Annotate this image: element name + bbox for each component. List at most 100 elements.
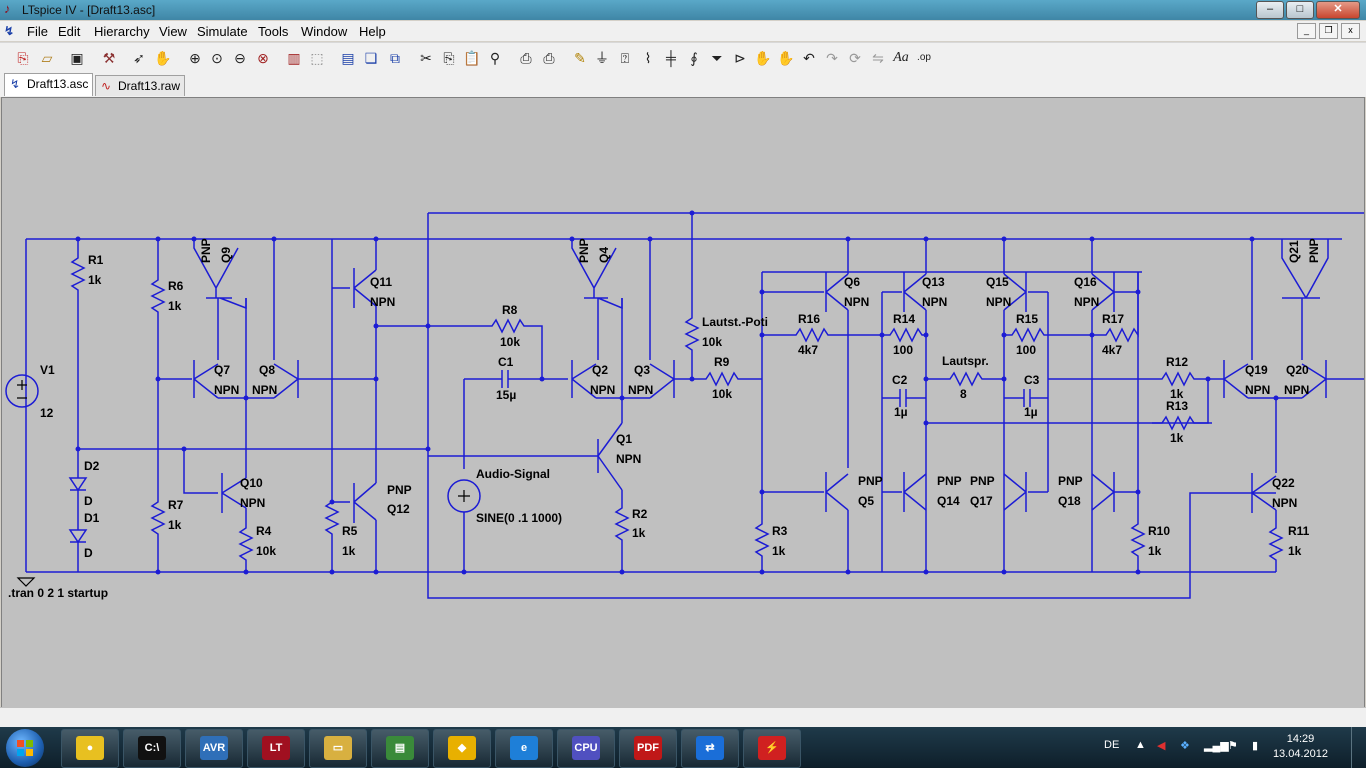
autorange-icon[interactable]: ▥	[287, 50, 301, 66]
clock[interactable]: 14:29 13.04.2012	[1273, 732, 1328, 762]
taskbar-ltspice-button[interactable]: LT	[247, 729, 305, 768]
label-r5-value: 1k	[342, 544, 356, 558]
mirror-icon[interactable]: ⇋	[872, 50, 884, 66]
pan-icon[interactable]: ⊙	[211, 50, 223, 66]
label-q6: Q6	[844, 275, 860, 289]
mdi-restore-button[interactable]: ❐	[1319, 23, 1338, 39]
halt-icon[interactable]: ✋	[154, 50, 172, 66]
tile-horizontal-icon[interactable]: ▤	[341, 50, 355, 66]
zoom-out-icon[interactable]: ⊖	[234, 50, 246, 66]
label-q14: Q14	[937, 494, 960, 508]
paste-icon[interactable]: 📋	[463, 50, 481, 66]
battery-icon[interactable]: ▮	[1252, 740, 1259, 752]
taskbar-avr-button[interactable]: AVR	[185, 729, 243, 768]
open-icon[interactable]: ▱	[41, 50, 53, 66]
schematic-canvas[interactable]: R1 1k R6 1k PNP Q9 Q7 NPN Q8 NPN Q11 NPN…	[1, 97, 1365, 708]
undo-icon[interactable]: ↶	[803, 50, 815, 66]
inductor-icon[interactable]: ∮	[690, 50, 698, 66]
close-button[interactable]: ✕	[1316, 1, 1360, 19]
rotate-icon[interactable]: ⟳	[849, 50, 861, 66]
control-panel-icon[interactable]: ⚒	[102, 50, 116, 66]
taskbar-device-button[interactable]: ▤	[371, 729, 429, 768]
mdi-close-button[interactable]: x	[1341, 23, 1360, 39]
spice-directive-icon[interactable]: .op	[917, 52, 931, 63]
label-q14-type: PNP	[937, 474, 962, 488]
action-center-icon[interactable]: ⚑	[1228, 740, 1238, 752]
menu-file[interactable]: File	[27, 24, 48, 39]
print-setup-icon[interactable]: ⎙	[520, 50, 532, 66]
network-icon[interactable]: ▂▄▆	[1204, 740, 1229, 752]
redo-icon[interactable]: ↷	[826, 50, 838, 66]
menu-simulate[interactable]: Simulate	[197, 24, 248, 39]
label-r9: R9	[714, 355, 730, 369]
label-c1-value: 15µ	[496, 388, 516, 402]
zoom-cancel-icon[interactable]: ⊗	[257, 50, 269, 66]
menu-hierarchy[interactable]: Hierarchy	[94, 24, 150, 39]
wire-icon[interactable]: ✎	[574, 50, 586, 66]
save-icon[interactable]: ▣	[70, 50, 84, 66]
diode-icon[interactable]: ⏷	[711, 50, 723, 66]
taskbar-app-7-icon: ◆	[448, 736, 476, 760]
wires[interactable]	[5, 212, 1364, 599]
tab-draft13-raw[interactable]: ∿ Draft13.raw	[95, 75, 186, 96]
maximize-button[interactable]: □	[1286, 1, 1314, 19]
schematic-drawing[interactable]: R1 1k R6 1k PNP Q9 Q7 NPN Q8 NPN Q11 NPN…	[2, 98, 1364, 707]
menu-window[interactable]: Window	[301, 24, 348, 39]
taskbar-cmd-button[interactable]: C:\	[123, 729, 181, 768]
drag-icon[interactable]: ✋	[777, 50, 795, 66]
component-icon[interactable]: ⊳	[734, 50, 746, 66]
taskbar-pdf-button[interactable]: PDF	[619, 729, 677, 768]
language-indicator[interactable]: DE	[1104, 739, 1120, 751]
menu-view[interactable]: View	[159, 24, 187, 39]
find-icon[interactable]: ⚲	[489, 50, 501, 66]
taskbar-app-12-button[interactable]: ⚡	[743, 729, 801, 768]
volume-icon[interactable]: ◀	[1157, 740, 1166, 752]
cut-icon[interactable]: ✂	[420, 50, 432, 66]
taskbar-app-7-button[interactable]: ◆	[433, 729, 491, 768]
taskbar-cpu-button[interactable]: CPU	[557, 729, 615, 768]
waveform-tab-icon: ∿	[101, 79, 112, 93]
document-icon[interactable]: ↯	[4, 24, 15, 38]
text-icon[interactable]: Aa	[893, 50, 909, 65]
menu-help[interactable]: Help	[359, 24, 386, 39]
clock-time: 14:29	[1286, 733, 1315, 745]
taskbar-ie-button[interactable]: e	[495, 729, 553, 768]
ltspice-app-icon[interactable]: ♪	[4, 1, 11, 16]
component-labels: R1 1k R6 1k PNP Q9 Q7 NPN Q8 NPN Q11 NPN…	[8, 238, 1321, 600]
dropbox-icon[interactable]: ❖	[1180, 740, 1190, 752]
zoom-in-icon[interactable]: ⊕	[189, 50, 201, 66]
close-window-icon[interactable]: ⧉	[390, 50, 400, 66]
label-r7: R7	[168, 498, 184, 512]
start-button[interactable]	[6, 729, 44, 767]
new-schematic-icon[interactable]: ⎘	[17, 50, 29, 66]
print-icon[interactable]: ⎙	[543, 50, 555, 66]
toolbar: ⎘ ▱ ▣ ⚒ ➶ ✋ ⊕ ⊙ ⊖ ⊗ ▥ ⬚ ▤ ❏ ⧉ ✂ ⎘ 📋 ⚲ ⎙ …	[0, 42, 1366, 74]
label-q10-type: NPN	[240, 496, 265, 510]
tab-draft13-asc[interactable]: ↯ Draft13.asc	[4, 73, 94, 96]
spice-directive-tran[interactable]: .tran 0 2 1 startup	[8, 586, 108, 600]
tray-expand-icon[interactable]: ▲	[1135, 739, 1146, 751]
ground-icon[interactable]: ⏚	[595, 50, 609, 66]
label-q21: Q21	[1287, 240, 1301, 263]
run-icon[interactable]: ➶	[133, 50, 145, 66]
menu-edit[interactable]: Edit	[58, 24, 81, 39]
resistor-icon[interactable]: ⌇	[644, 50, 652, 66]
label-q16-type: NPN	[1074, 295, 1099, 309]
show-desktop-button[interactable]	[1351, 727, 1366, 768]
mdi-minimize-button[interactable]: _	[1297, 23, 1316, 39]
minimize-button[interactable]: –	[1256, 1, 1284, 19]
cascade-icon[interactable]: ❏	[364, 50, 378, 66]
taskbar-app-1-button[interactable]: ●	[61, 729, 119, 768]
label-r1: R1	[88, 253, 104, 267]
taskbar-explorer-button[interactable]: ▭	[309, 729, 367, 768]
label-r1-value: 1k	[88, 273, 102, 287]
tab-label: Draft13.asc	[27, 77, 89, 91]
move-icon[interactable]: ✋	[754, 50, 772, 66]
title-bar[interactable]: ♪ LTspice IV - [Draft13.asc] – □ ✕	[0, 0, 1366, 20]
taskbar-teamviewer-button[interactable]: ⇄	[681, 729, 739, 768]
label-icon[interactable]: ⍰	[620, 50, 630, 66]
capacitor-icon[interactable]: ╪	[666, 50, 676, 66]
menu-tools[interactable]: Tools	[258, 24, 289, 39]
zoom-fit-icon[interactable]: ⬚	[310, 50, 324, 66]
copy-icon[interactable]: ⎘	[443, 50, 455, 66]
